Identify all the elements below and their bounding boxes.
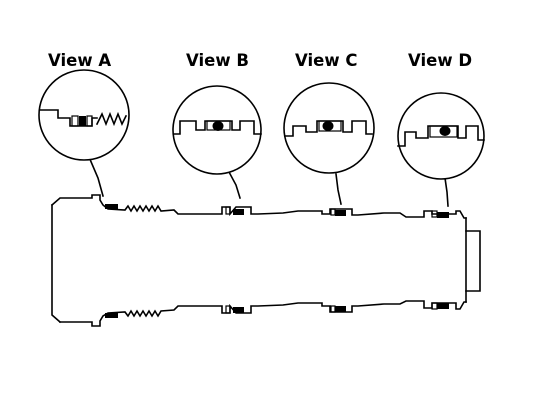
view-c-label: View C: [295, 51, 357, 70]
view-b-detail-circle: [172, 85, 262, 175]
leader-lines: [84, 148, 449, 207]
view-d-detail-circle: [397, 92, 485, 180]
view-a-label: View A: [48, 51, 111, 70]
shaft-body: [50, 194, 481, 327]
view-c-detail-circle: [283, 82, 375, 174]
view-a-detail-circle: [38, 69, 130, 161]
view-d-label: View D: [408, 51, 472, 70]
view-b-label: View B: [186, 51, 249, 70]
